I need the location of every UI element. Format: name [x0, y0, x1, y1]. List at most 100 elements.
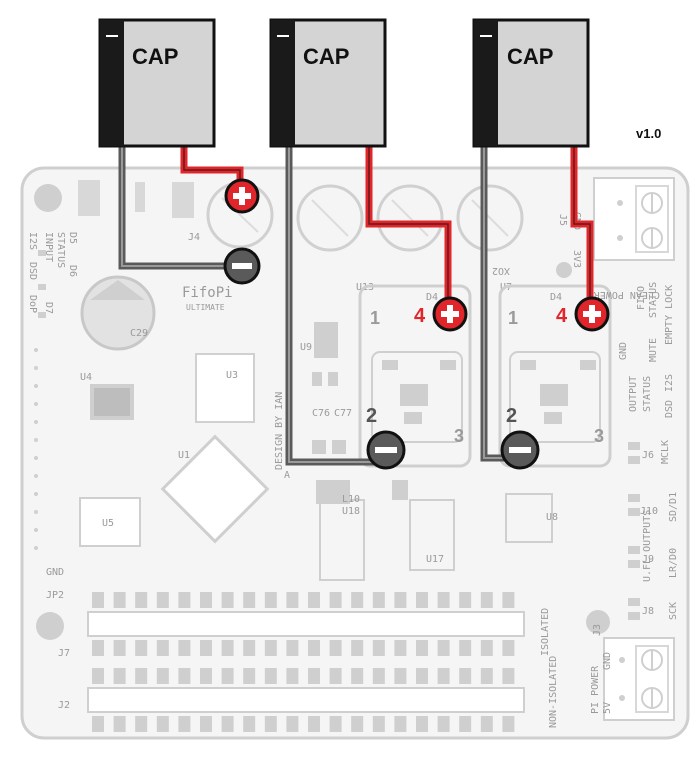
header-pin: [243, 640, 256, 656]
header-pin: [308, 668, 320, 684]
header-pin: [480, 592, 493, 608]
header-pin: [135, 592, 148, 608]
header-pin: [156, 716, 169, 732]
header-pin: [480, 716, 493, 732]
header-pin: [502, 668, 515, 684]
header-pin: [243, 668, 256, 684]
header-pin: [416, 592, 428, 608]
cap3-label: CAP: [507, 44, 553, 69]
c29-ref: C29: [130, 328, 148, 339]
d4-ref-1: D4: [426, 292, 438, 303]
header-pin: [459, 668, 472, 684]
header-pin: [178, 592, 191, 608]
u1-ref: U1: [178, 450, 190, 461]
header-pin: [113, 592, 126, 608]
capacitor-1: CAP: [98, 18, 216, 148]
pi-power-label: PI POWER: [590, 665, 601, 714]
non-isolated-label: NON-ISOLATED: [548, 656, 559, 728]
header-j2: [92, 668, 515, 732]
header-pin: [308, 592, 320, 608]
header-pin: [416, 668, 428, 684]
j3-ref: J3: [592, 624, 603, 636]
header-pin: [351, 716, 364, 732]
u18-ref: U18: [342, 506, 360, 517]
u5-ref: U5: [102, 518, 114, 529]
u4-ref: U4: [80, 372, 92, 383]
l10-ref: L10: [342, 494, 360, 505]
header-pin: [329, 716, 342, 732]
u17-ref: U17: [426, 554, 444, 565]
header-pin: [437, 668, 450, 684]
cap3-pin4-label: 4: [556, 305, 568, 327]
header-pin: [351, 592, 364, 608]
j4-ref: J4: [188, 232, 200, 243]
header-pin: [178, 668, 191, 684]
header-pin: [221, 640, 234, 656]
label-dsd-out: DSD: [664, 400, 675, 418]
header-pin: [372, 592, 385, 608]
label-gnd2: GND: [618, 342, 629, 360]
header-pin: [156, 640, 169, 656]
c29-marking: [90, 280, 145, 300]
design-credit: DESIGN BY IAN: [274, 392, 285, 470]
header-pin: [480, 668, 493, 684]
header-pin: [372, 640, 385, 656]
header-pin: [200, 668, 212, 684]
j6-ref: J6: [642, 450, 654, 461]
header-pin: [178, 640, 191, 656]
clean-power-label: CLEAN POWER: [593, 289, 660, 300]
header-pin: [92, 716, 104, 732]
board-name: FifoPi: [182, 285, 233, 301]
header-pin: [113, 640, 126, 656]
label-ufl-outputs: U.FL OUTPUTS: [642, 510, 653, 582]
header-pin: [135, 668, 148, 684]
cap3-minus-terminal: [500, 430, 540, 470]
header-j7: [92, 592, 515, 656]
cap2-negative-wire-core: [288, 146, 374, 463]
label-dop: DoP: [27, 295, 38, 313]
header-pin: [286, 592, 299, 608]
header-pin: [243, 716, 256, 732]
mounting-hole-tr: [556, 262, 572, 278]
label-status: STATUS: [55, 232, 66, 268]
reg2-pin3: 3: [594, 426, 604, 446]
u4-chip: [90, 384, 134, 420]
d4-ref-2: D4: [550, 292, 562, 303]
header-pin: [92, 640, 104, 656]
header-pin: [92, 668, 104, 684]
label-sck: SCK: [668, 602, 679, 620]
j10-ref: J10: [640, 506, 658, 517]
cap3-pin2-label: 2: [506, 405, 517, 427]
header-pin: [329, 668, 342, 684]
header-pin: [437, 592, 450, 608]
isolated-label: ISOLATED: [540, 608, 551, 656]
header-pin: [437, 716, 450, 732]
header-pin: [221, 716, 234, 732]
label-lr-d0: LR/D0: [668, 548, 679, 578]
cap2-label: CAP: [303, 44, 349, 69]
header-pin: [264, 668, 277, 684]
left-led-pads: [38, 250, 46, 318]
header-pin: [264, 592, 277, 608]
j9-ref: J9: [642, 554, 654, 565]
header-pin: [92, 592, 104, 608]
u3-chip: [195, 353, 255, 423]
header-pin: [113, 668, 126, 684]
u8-ref: U8: [546, 512, 558, 523]
label-d5: D5: [67, 232, 78, 244]
header-pin: [221, 668, 234, 684]
header-pin: [416, 716, 428, 732]
a-ref: A: [284, 470, 290, 481]
header-j2-body: [87, 687, 525, 713]
header-pin: [459, 592, 472, 608]
u3-ref: U3: [226, 370, 238, 381]
label-i2s-out: I2S: [664, 374, 675, 392]
cap1-plus-terminal: [224, 178, 260, 214]
header-pin: [351, 640, 364, 656]
left-status-labels: I2S INPUT STATUS DSD DoP D5 D6 D7: [27, 232, 78, 314]
header-pin: [113, 716, 126, 732]
cap1-negative-wire-core: [121, 146, 230, 267]
regulator-module-2: [498, 284, 612, 468]
header-pin: [394, 668, 407, 684]
header-pin: [480, 640, 493, 656]
